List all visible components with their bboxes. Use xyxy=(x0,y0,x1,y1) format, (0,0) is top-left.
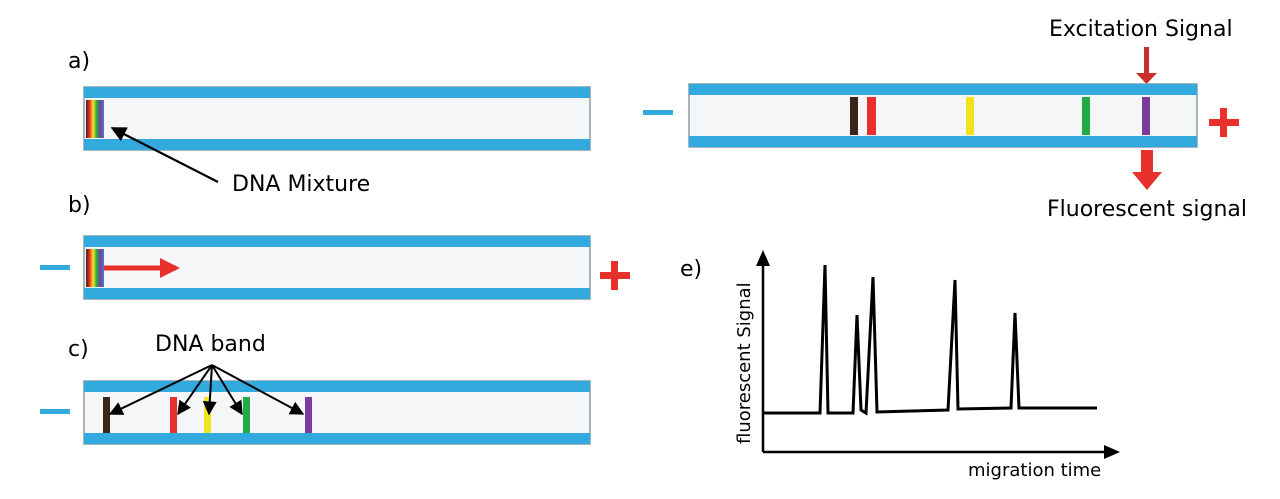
dna-mixture-label: DNA Mixture xyxy=(232,172,370,197)
dna-mixture-band xyxy=(86,100,104,138)
fluorescent-signal-label: Fluorescent signal xyxy=(1047,197,1247,222)
dna-band-purple-d xyxy=(1142,97,1150,135)
y-axis-label: fluorescent Signal xyxy=(734,282,755,444)
dna-band-purple xyxy=(305,397,312,433)
negative-electrode-d xyxy=(643,110,673,115)
dna-mixture-band-b xyxy=(86,249,104,287)
panel-label-c: c) xyxy=(68,337,89,362)
panel-label-e: e) xyxy=(680,257,702,282)
dna-band-red xyxy=(170,397,177,433)
panel-label-b: b) xyxy=(68,193,91,218)
negative-electrode-b xyxy=(40,265,70,270)
capillary-c xyxy=(83,380,591,445)
dna-mixture-pointer xyxy=(110,127,219,183)
dna-band-green xyxy=(243,397,250,433)
fluorescent-arrow xyxy=(1132,150,1162,190)
positive-electrode-d xyxy=(1209,108,1239,137)
graph-axes xyxy=(756,250,1120,459)
capillary-d xyxy=(688,83,1198,148)
dna-band-brown xyxy=(103,397,110,433)
dna-band-yellow-d xyxy=(966,97,974,135)
excitation-arrow xyxy=(1136,47,1157,84)
positive-electrode-b xyxy=(600,261,630,290)
signal-trace xyxy=(763,264,1097,416)
dna-band-brown-d xyxy=(850,97,858,135)
dna-band-label: DNA band xyxy=(155,332,266,357)
excitation-signal-label: Excitation Signal xyxy=(1049,17,1233,42)
x-axis-label: migration time xyxy=(968,460,1101,481)
dna-band-red-d xyxy=(867,97,876,135)
dna-band-pointers xyxy=(108,364,305,416)
dna-band-green-d xyxy=(1082,97,1090,135)
capillary-a xyxy=(83,86,591,151)
negative-electrode-c xyxy=(40,409,70,414)
panel-label-a: a) xyxy=(68,49,90,74)
